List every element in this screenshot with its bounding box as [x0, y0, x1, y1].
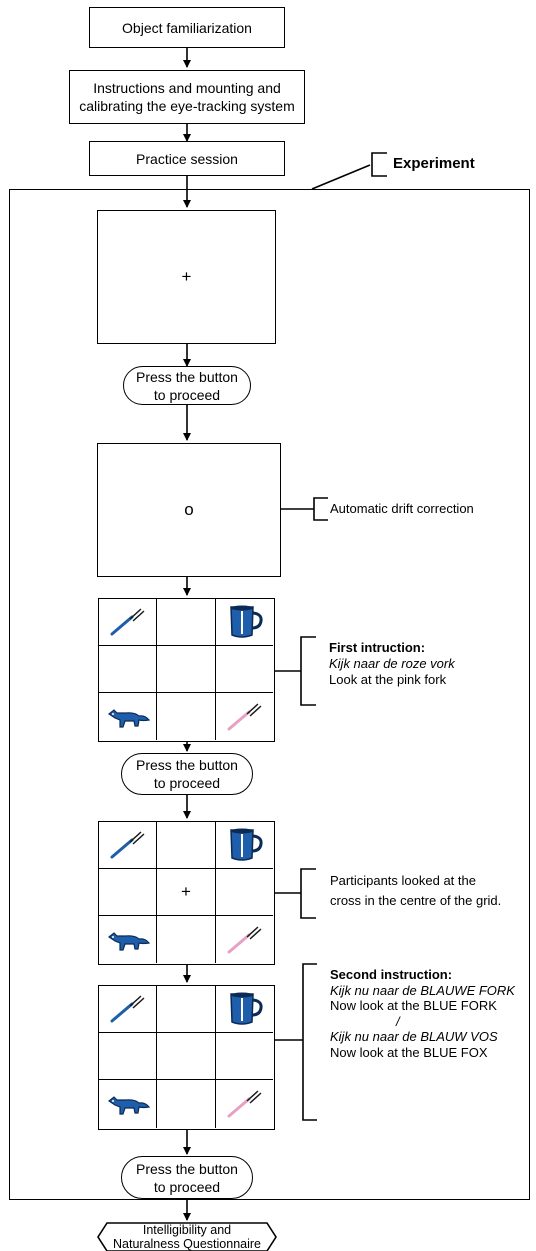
grid-cell [157, 646, 216, 693]
grid-cell [99, 822, 157, 869]
participants-looked-text-2: cross in the centre of the grid. [330, 893, 502, 908]
object-grid-3 [98, 985, 275, 1130]
object-grid-1 [98, 598, 275, 742]
experiment-label: Experiment [393, 155, 475, 172]
grid-cell [216, 599, 273, 646]
questionnaire-text: Intelligibility and Naturalness Question… [107, 1222, 267, 1251]
second-instruction-separator: / [396, 1013, 400, 1029]
pink-fork-icon [227, 1090, 261, 1118]
first-instruction-dutch: Kijk naar de roze vork [329, 656, 455, 671]
grid-center-cross: + [181, 882, 191, 901]
grid-cell [216, 646, 273, 693]
press-button-text-1: Press the button [136, 1160, 238, 1177]
grid-cell [216, 1080, 273, 1128]
object-grid-2: + [98, 821, 275, 965]
experiment-frame [9, 189, 530, 1200]
questionnaire-text-1: Intelligibility and [142, 1223, 232, 1237]
grid-cell [99, 986, 157, 1033]
second-instruction-english-b: Now look at the BLUE FOX [330, 1044, 488, 1060]
press-button-step-2: Press the button to proceed [121, 753, 253, 795]
instructions-text-2: calibrating the eye-tracking system [79, 98, 295, 114]
grid-cell [99, 599, 157, 646]
second-instruction-label: Second instruction: Kijk nu naar de BLAU… [330, 967, 515, 1060]
blue-fork-icon [110, 995, 144, 1023]
grid-cell [99, 646, 157, 693]
blue-mug-icon [229, 605, 263, 638]
press-button-text-2: to proceed [153, 1178, 221, 1195]
object-familiarization-text: Object familiarization [122, 19, 252, 36]
grid-cell [157, 986, 216, 1033]
instructions-box: Instructions and mounting and calibratin… [69, 70, 305, 124]
grid-cell [99, 693, 157, 740]
grid-cell [157, 1033, 216, 1080]
grid-cell [99, 869, 157, 916]
first-instruction-english: Look at the pink fork [329, 672, 447, 687]
press-button-step-3: Press the button to proceed [121, 1156, 253, 1199]
press-button-text-1: Press the button [136, 368, 238, 385]
press-button-text-2: to proceed [153, 775, 221, 791]
grid-cell [157, 916, 216, 963]
drift-correction-label: Automatic drift correction [330, 501, 474, 516]
second-instruction-heading: Second instruction: [330, 967, 453, 982]
blue-mug-icon [229, 992, 263, 1025]
blue-mug-icon [229, 828, 263, 861]
grid-cell [157, 693, 216, 740]
blue-fox-icon [107, 1096, 150, 1115]
grid-cell [216, 822, 273, 869]
blue-fork-icon [110, 831, 144, 859]
fixation-cross: + [181, 267, 192, 286]
grid-cell: + [157, 869, 216, 916]
grid-cell [216, 869, 273, 916]
pink-fork-icon [227, 925, 261, 953]
participants-looked-label: Participants looked at the cross in the … [330, 871, 501, 911]
grid-cell [216, 916, 273, 963]
grid-cell [99, 1033, 157, 1080]
press-button-text-1: Press the button [136, 757, 238, 773]
grid-cell [216, 1033, 273, 1080]
questionnaire-hexagon [97, 1222, 277, 1251]
grid-cell [216, 986, 273, 1033]
grid-cell [99, 916, 157, 963]
fixation-circle: o [184, 500, 194, 519]
blue-fork-icon [110, 608, 144, 636]
questionnaire-text-2: Naturalness Questionnaire [113, 1237, 261, 1251]
press-button-step-1: Press the button to proceed [123, 366, 251, 405]
second-instruction-english-a: Now look at the BLUE FORK [330, 998, 497, 1013]
participants-looked-text-1: Participants looked at the [330, 873, 476, 888]
grid-cell [216, 693, 273, 740]
practice-session-box: Practice session [89, 141, 285, 176]
pink-fork-icon [227, 702, 261, 730]
second-instruction-dutch-b: Kijk nu naar de BLAUW VOS [330, 1029, 498, 1044]
object-familiarization-box: Object familiarization [89, 7, 285, 48]
grid-cell [157, 822, 216, 869]
blue-fox-icon [107, 931, 150, 951]
grid-cell [157, 599, 216, 646]
instructions-text-1: Instructions and mounting and [93, 80, 281, 96]
first-instruction-heading: First intruction: [329, 640, 426, 655]
blue-fox-icon [107, 708, 150, 728]
first-instruction-label: First intruction: Kijk naar de roze vork… [329, 640, 455, 688]
drift-correction-screen: o [97, 443, 281, 577]
practice-session-text: Practice session [136, 150, 238, 167]
press-button-text-2: to proceed [153, 386, 221, 403]
second-instruction-dutch-a: Kijk nu naar de BLAUWE FORK [330, 982, 515, 998]
grid-cell [157, 1080, 216, 1128]
grid-cell [99, 1080, 157, 1128]
fixation-cross-screen: + [97, 210, 276, 344]
